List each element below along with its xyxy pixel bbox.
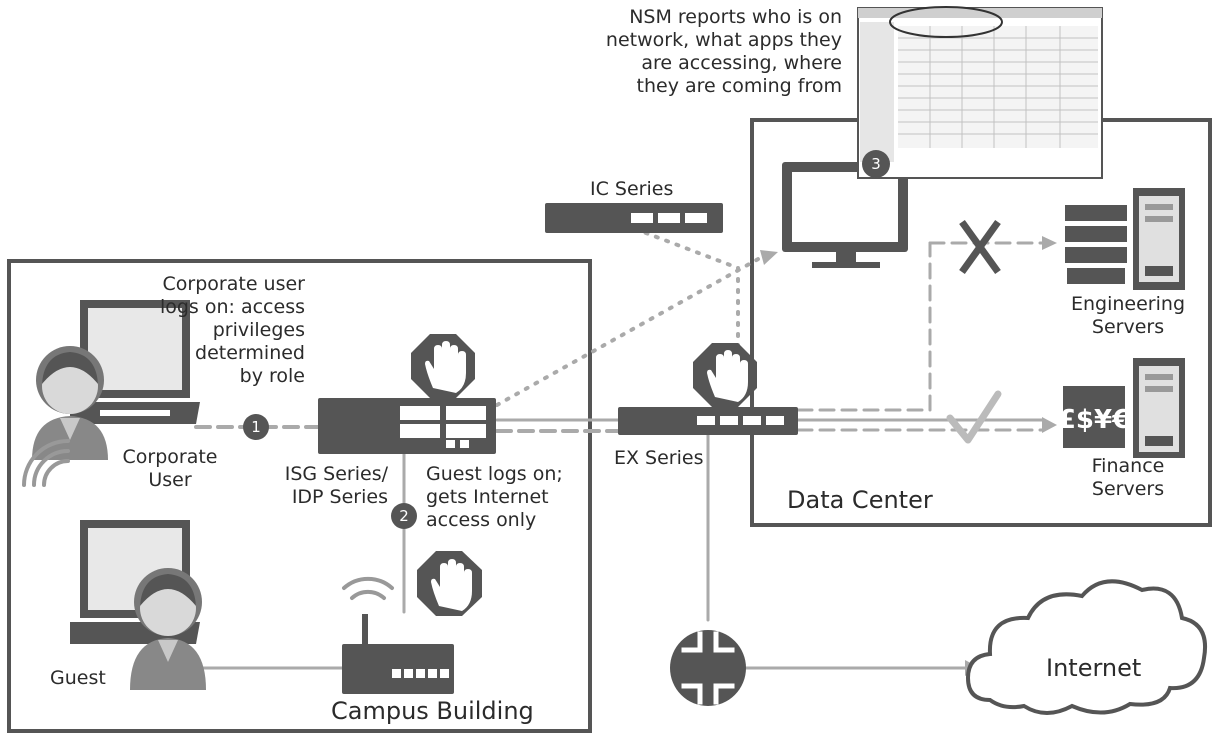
wireless-router [342,614,454,694]
step-marker-3-label: 3 [871,155,881,173]
ex-series-label: EX Series [614,447,704,469]
nsm-callout-line-4: they are coming from [636,75,842,97]
isg-idp-appliance [318,398,496,454]
access-denied-x-icon [959,219,1001,275]
finance-servers-icon [1063,358,1185,458]
wireless-signal-icon [342,576,394,600]
finance-servers-label-line-2: Servers [1091,478,1165,500]
corporate-callout-line-4: determined [195,342,305,364]
finance-arrowhead [1042,417,1057,433]
nsm-callout: NSM reports who is on network, what apps… [560,6,842,98]
guest-callout: Guest logs on; gets Internet access only [426,463,563,532]
nsm-callout-line-3: are accessing, where [641,52,842,74]
campus-building-label: Campus Building [331,697,534,725]
ex-stop-icon [693,343,757,407]
ic-series-appliance [545,203,723,233]
engineering-servers-label-line-2: Servers [1091,316,1165,338]
isg-idp-label-line-1: ISG Series/ [284,463,388,485]
wireless-stop-icon [417,551,482,616]
engineering-servers-label-line-1: Engineering [1071,293,1185,315]
nsm-report-screenshot [857,6,1103,179]
corporate-callout-line-2: logs on: access [159,296,305,318]
finance-servers-label: Finance Servers [1058,455,1198,501]
guest-callout-line-2: gets Internet [426,486,549,508]
finance-servers-label-line-1: Finance [1091,455,1165,477]
internet-label: Internet [1046,654,1142,682]
internet-cloud [965,579,1207,715]
corporate-callout: Corporate user logs on: access privilege… [150,273,305,388]
ex-series-switch [618,407,798,435]
firewall-stop-icon [411,334,475,398]
corporate-user-label: Corporate User [110,446,230,492]
campus-building-boundary [7,259,592,733]
nsm-monitor-icon [782,162,908,268]
nsm-arrowhead [760,250,778,265]
step-marker-2 [391,503,417,529]
access-allowed-check-icon [946,390,1002,444]
core-router-icon [670,630,746,706]
engineering-servers-label: Engineering Servers [1058,293,1198,339]
corporate-callout-line-3: privileges [212,319,305,341]
step-marker-3 [862,150,890,178]
step-marker-1 [243,414,269,440]
engineering-arrowhead [1042,236,1057,250]
step-marker-1-label: 1 [251,418,261,436]
guest-label: Guest [50,667,106,689]
isg-idp-label: ISG Series/ IDP Series [260,463,388,509]
ic-series-label: IC Series [590,178,674,200]
corporate-callout-line-5: by role [239,365,305,387]
isg-to-nsm-dotted-link [495,256,762,407]
guest-callout-line-3: access only [426,509,537,531]
corporate-user-label-line-1: Corporate [122,446,218,468]
isg-idp-label-line-2: IDP Series [291,486,388,508]
currency-symbols-icon: £$¥€ [1058,405,1130,435]
engineering-servers-icon [1065,188,1185,290]
guest-user-icon [130,568,206,690]
corporate-user-icon [32,346,108,460]
corporate-callout-line-1: Corporate user [162,273,305,295]
guest-callout-line-1: Guest logs on; [426,463,563,485]
guest-wireless-icon [22,439,70,487]
corporate-user-label-line-2: User [148,469,192,491]
nsm-callout-line-2: network, what apps they [605,29,842,51]
step-marker-2-label: 2 [399,507,409,525]
data-center-label: Data Center [787,486,933,514]
nsm-callout-line-1: NSM reports who is on [629,6,842,28]
